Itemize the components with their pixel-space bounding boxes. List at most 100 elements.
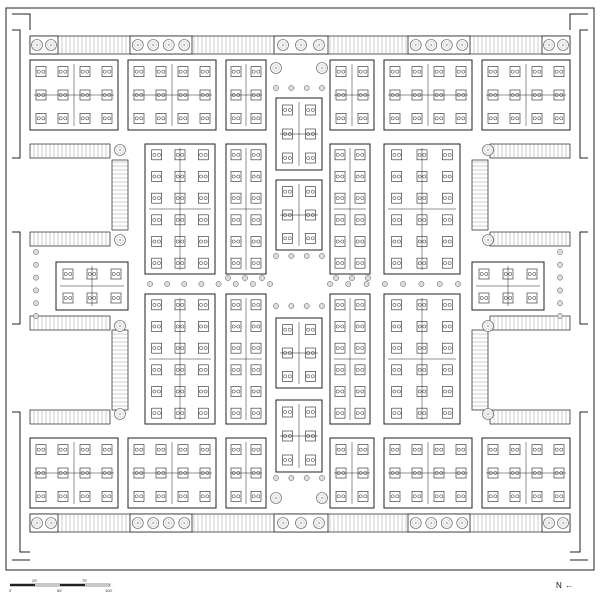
- shrub: [242, 275, 248, 281]
- tree-icon: [178, 517, 191, 529]
- tree-icon: [162, 517, 175, 529]
- planter-box-6: [129, 513, 193, 533]
- parking-strip-right-lower: [471, 329, 489, 411]
- tree-icon: [543, 39, 555, 51]
- shrub: [303, 85, 310, 91]
- shrub: [215, 281, 222, 287]
- north-label: N: [556, 580, 562, 590]
- tree-icon: [270, 62, 282, 74]
- shrub: [33, 274, 39, 281]
- tree-icon: [456, 39, 469, 51]
- tree-icon: [270, 492, 282, 504]
- parking-strip-left-lower: [111, 329, 129, 411]
- shrub: [319, 85, 325, 91]
- tree-icon: [45, 517, 57, 529]
- tree-icon: [295, 517, 307, 529]
- tree-icon: [114, 144, 126, 156]
- perimeter-wall-left-bottom: [12, 411, 30, 553]
- tree-icon: [316, 492, 328, 504]
- tree-icon: [440, 39, 453, 51]
- tree-icon: [147, 39, 160, 51]
- shrub: [557, 287, 563, 294]
- shrub: [319, 475, 325, 481]
- shrub: [557, 313, 563, 319]
- shrub: [33, 287, 39, 294]
- shrub: [455, 281, 461, 287]
- tree-icon: [147, 517, 160, 529]
- scale-tick-0: 0': [9, 588, 12, 593]
- shrub: [147, 281, 153, 287]
- tree-icon: [45, 39, 57, 51]
- parking-strip-right-upper: [471, 159, 489, 231]
- shrub: [232, 281, 239, 287]
- scale-bar-graphic: [10, 583, 111, 587]
- shrub: [288, 85, 295, 91]
- tree-icon: [316, 62, 328, 74]
- tree-icon: [557, 517, 569, 529]
- tree-icon: [313, 39, 325, 51]
- parking-strip-right-top: [489, 143, 571, 159]
- tree-icon: [277, 517, 289, 529]
- shrub: [363, 281, 370, 287]
- parking-strip-right-mid: [489, 231, 571, 247]
- shrub: [273, 85, 279, 91]
- shrub: [436, 281, 443, 287]
- tree-icon: [557, 39, 569, 51]
- shrub: [33, 261, 39, 268]
- scale-tick-75: 75': [82, 578, 88, 583]
- shrub: [288, 253, 295, 259]
- corner-wall-tr: [569, 13, 588, 30]
- parking-strip-left-top: [29, 143, 111, 159]
- shrub: [33, 300, 39, 307]
- shrub: [319, 253, 325, 259]
- shrub: [327, 281, 333, 287]
- corner-wall-tl: [12, 13, 31, 30]
- tree-icon: [162, 39, 175, 51]
- tree-icon: [178, 39, 191, 51]
- scale-tick-50: 50': [57, 588, 63, 593]
- scale-tick-25: 25': [32, 578, 38, 583]
- shrub: [250, 281, 256, 287]
- tree-icon: [31, 517, 43, 529]
- shrub: [181, 281, 188, 287]
- tree-icon: [295, 39, 307, 51]
- tree-icon: [482, 144, 494, 156]
- shrub: [557, 249, 563, 255]
- parking-strip-right-mid2: [489, 315, 571, 331]
- tree-icon: [543, 517, 555, 529]
- scale-tick-100: 100': [105, 588, 113, 593]
- shrub: [303, 303, 310, 309]
- shrub: [303, 475, 310, 481]
- shrub: [557, 300, 563, 307]
- tree-icon: [425, 517, 438, 529]
- tree-icon: [131, 517, 144, 529]
- shrub: [33, 249, 39, 255]
- perimeter-wall-left-top: [12, 29, 21, 159]
- north-indicator: N ←: [556, 580, 574, 590]
- shrub: [418, 281, 425, 287]
- shrub: [225, 275, 231, 281]
- shrub: [259, 275, 265, 281]
- shrub: [273, 475, 279, 481]
- tree-icon: [425, 39, 438, 51]
- parking-strip-right-bottom: [489, 409, 571, 425]
- tree-icon: [456, 517, 469, 529]
- shrub: [164, 281, 170, 287]
- shrub: [288, 475, 295, 481]
- shrub: [557, 261, 563, 268]
- shrub: [319, 303, 325, 309]
- shrub: [345, 281, 352, 287]
- perimeter-wall-right-bottom: [570, 411, 588, 553]
- parking-strip-left-upper: [111, 159, 129, 231]
- tree-icon: [277, 39, 289, 51]
- tree-icon: [114, 320, 126, 332]
- tree-icon: [409, 517, 422, 529]
- perimeter-wall-left-mid: [12, 231, 21, 325]
- shrub: [365, 275, 371, 281]
- parking-strip-left-bottom: [29, 409, 111, 425]
- tree-icon: [131, 39, 144, 51]
- scale-bar: 0' 25' 50' 75' 100': [9, 578, 120, 593]
- shrub: [267, 281, 273, 287]
- shrub: [303, 253, 310, 259]
